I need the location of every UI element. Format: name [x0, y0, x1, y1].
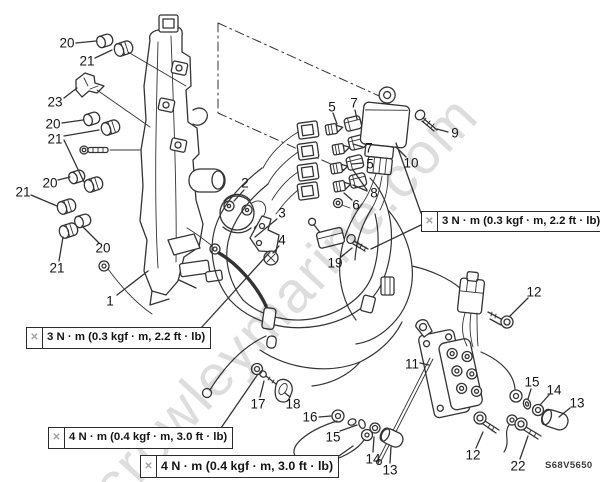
cap-part18	[274, 378, 293, 403]
wrench-icon: ✕	[49, 428, 65, 448]
callout-22: 22	[510, 458, 526, 474]
callout-11: 11	[404, 356, 420, 372]
callout-21: 21	[79, 53, 95, 69]
harness-connector-stack	[262, 120, 320, 215]
torque-label: ✕ 3 N · m (0.3 kgf · m, 2.2 ft · lb)	[26, 327, 212, 349]
torque-value: 3 N · m (0.3 kgf · m, 2.2 ft · lb)	[442, 214, 600, 227]
torque-label: ✕ 3 N · m (0.3 kgf · m, 2.2 ft · lb)	[421, 211, 600, 232]
callout-13: 13	[569, 395, 585, 411]
trim-connector-wires	[462, 312, 479, 348]
callout-14: 14	[546, 382, 562, 398]
trim-connector	[456, 271, 486, 315]
callout-2: 2	[241, 175, 249, 191]
bolt-part22	[514, 417, 542, 440]
callout-12: 12	[465, 447, 481, 463]
relay-wires	[361, 173, 389, 211]
callout-16: 16	[302, 409, 318, 425]
mounting-bracket-part1	[98, 14, 226, 315]
bolt-part17	[250, 362, 277, 385]
callout-3: 3	[278, 205, 286, 221]
callout-13: 13	[382, 462, 398, 478]
connector-plugs-and-caps	[324, 115, 368, 209]
torque-label: ✕ 4 N · m (0.4 kgf · m, 3.0 ft · lb)	[48, 427, 234, 449]
callout-23: 23	[47, 94, 63, 110]
callout-21: 21	[49, 260, 65, 276]
wrench-icon: ✕	[27, 328, 43, 348]
callout-21: 21	[15, 184, 31, 200]
callout-17: 17	[250, 396, 266, 412]
leader-lines	[30, 40, 571, 464]
callout-10: 10	[403, 155, 419, 171]
screw-part4	[263, 250, 279, 266]
callout-12: 12	[526, 284, 542, 300]
battery-cable	[186, 227, 277, 349]
callout-8: 8	[370, 185, 378, 201]
torque-label: ✕ 4 N · m (0.4 kgf · m, 3.0 ft · lb)	[140, 455, 340, 478]
callout-7: 7	[365, 140, 373, 156]
trim-relay-unit-part11	[415, 319, 483, 419]
callout-20: 20	[42, 175, 58, 191]
callout-5: 5	[328, 99, 336, 115]
wire-clip-part23	[75, 72, 151, 128]
relay-bracket-part3	[249, 215, 280, 253]
drawing-code: S68V5650	[545, 460, 593, 471]
callout-7: 7	[350, 95, 358, 111]
callout-15: 15	[524, 374, 540, 390]
callout-14: 14	[365, 451, 381, 467]
callout-6: 6	[352, 197, 360, 213]
torque-value: 3 N · m (0.3 kgf · m, 2.2 ft · lb)	[47, 331, 206, 344]
fuse-holder-part19	[307, 217, 369, 252]
torque-value: 4 N · m (0.4 kgf · m, 3.0 ft · lb)	[161, 459, 334, 474]
callout-9: 9	[451, 125, 459, 141]
callout-18: 18	[285, 396, 301, 412]
trim-ground-leads	[480, 351, 523, 453]
callout-21: 21	[47, 131, 63, 147]
callout-20: 20	[95, 240, 111, 256]
callout-4: 4	[278, 232, 286, 248]
grommets-part20-21	[55, 32, 135, 241]
callout-20: 20	[45, 116, 61, 132]
callout-5: 5	[366, 156, 374, 172]
screw-part9	[414, 109, 438, 132]
wire-harness	[201, 167, 461, 399]
relay-part10	[359, 86, 411, 176]
hardware-right-13-14-15	[522, 398, 569, 431]
callout-15: 15	[325, 429, 341, 445]
bolt-with-ring-terminal	[79, 145, 109, 155]
wrench-icon: ✕	[422, 212, 438, 231]
bolt-part12-upper	[487, 311, 514, 329]
trim-unit-long-bolt	[375, 357, 434, 466]
callout-1: 1	[106, 293, 114, 309]
callout-20: 20	[59, 35, 75, 51]
panel-outline-dashed	[217, 22, 389, 171]
bolt-part12-lower	[473, 411, 500, 434]
torque-value: 4 N · m (0.4 kgf · m, 3.0 ft · lb)	[69, 431, 228, 444]
wrench-icon: ✕	[141, 456, 157, 477]
callout-19: 19	[327, 255, 343, 271]
